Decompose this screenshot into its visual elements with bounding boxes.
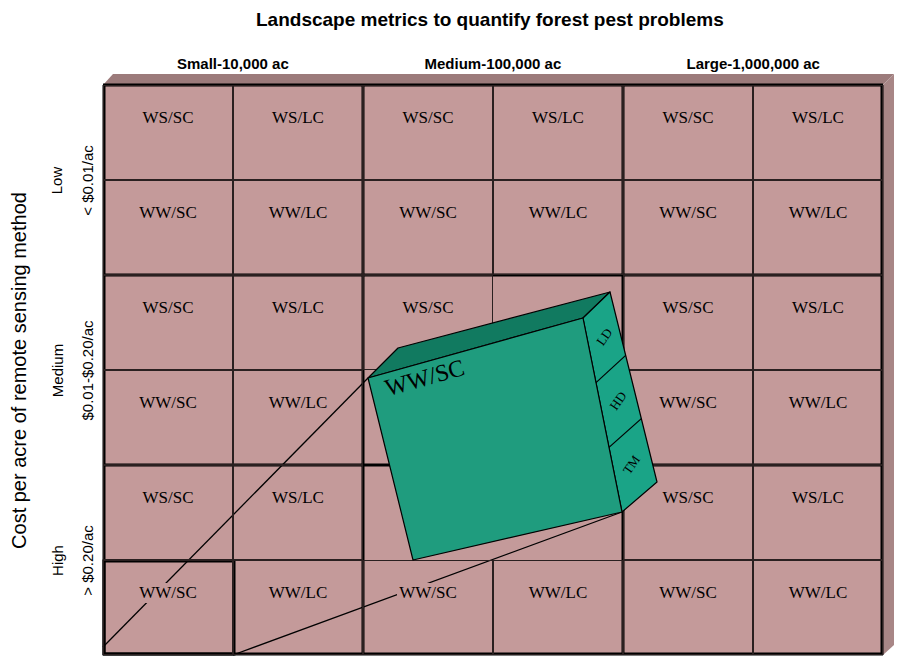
cell-label: WS/SC <box>140 108 195 128</box>
cell-label: WS/LC <box>790 488 846 508</box>
cell-label: WS/SC <box>660 298 715 318</box>
cell-label: WS/LC <box>530 108 586 128</box>
row-group-name: High <box>48 545 65 576</box>
group-lines <box>103 85 883 655</box>
matrix-cell: WW/SC <box>103 560 233 655</box>
cell-label: WW/LC <box>527 203 590 223</box>
cell-label: WW/SC <box>657 203 719 223</box>
matrix-cell: WW/SC <box>623 180 753 275</box>
matrix-cell: WS/LC <box>753 465 883 560</box>
cell-label: WS/LC <box>790 108 846 128</box>
cell-label: WS/SC <box>660 108 715 128</box>
cell-label: WS/LC <box>270 488 326 508</box>
column-header: Medium-100,000 ac <box>425 55 562 72</box>
cell-label: WW/LC <box>787 393 850 413</box>
matrix-cell: WW/SC <box>103 370 233 465</box>
zoom-cube: WW/SCLDHDTM <box>360 280 670 570</box>
matrix-cell: WS/SC <box>623 275 753 370</box>
matrix-cell: WW/LC <box>753 370 883 465</box>
side-divider <box>609 419 641 448</box>
cell-label: WS/LC <box>270 298 326 318</box>
matrix-cell: WS/SC <box>103 275 233 370</box>
matrix-cell: WS/LC <box>753 275 883 370</box>
matrix-cell: WW/LC <box>233 370 363 465</box>
cell-label: WW/SC <box>397 583 459 603</box>
matrix-cell: WW/SC <box>363 180 493 275</box>
cell-label: WS/SC <box>400 108 455 128</box>
zoom-leader <box>103 378 368 647</box>
matrix-cell: WW/LC <box>753 560 883 655</box>
cell-label: WS/SC <box>140 488 195 508</box>
side-divider <box>596 355 626 382</box>
cell-label: WS/LC <box>790 298 846 318</box>
matrix-cell: WW/LC <box>753 180 883 275</box>
cell-label: WS/SC <box>660 488 715 508</box>
matrix-cell: WS/LC <box>493 85 623 180</box>
cell-label: WW/LC <box>787 583 850 603</box>
matrix-cell: WS/LC <box>233 465 363 560</box>
cube-shape <box>360 280 670 570</box>
matrix-cell: WW/SC <box>623 560 753 655</box>
column-header: Small-10,000 ac <box>177 55 289 72</box>
grid-face <box>103 85 883 655</box>
matrix-cell: WS/SC <box>363 85 493 180</box>
cell-label: WS/SC <box>140 298 195 318</box>
matrix-cell: WW/LC <box>233 560 363 655</box>
matrix-cell: WW/SC <box>363 560 493 655</box>
cell-label: WS/LC <box>270 108 326 128</box>
row-group-range: > $0.20/ac <box>79 525 96 595</box>
matrix-cell: WS/SC <box>103 85 233 180</box>
cell-label: WW/LC <box>267 393 330 413</box>
cell-label: WS/SC <box>400 298 455 318</box>
cell-label: WW/SC <box>657 393 719 413</box>
matrix-cell: WS/LC <box>233 85 363 180</box>
row-group-name: Medium <box>49 343 66 396</box>
matrix-cell: WS/LC <box>753 85 883 180</box>
matrix-cell: WW/LC <box>493 560 623 655</box>
cell-label: WW/LC <box>527 583 590 603</box>
cell-label: WW/LC <box>787 203 850 223</box>
matrix-cell: WW/LC <box>233 180 363 275</box>
grid-top-face <box>103 74 894 85</box>
cell-label: WW/SC <box>397 203 459 223</box>
cell-label: WW/SC <box>137 583 199 603</box>
matrix-cell: WS/SC <box>103 465 233 560</box>
matrix-cell: WS/LC <box>233 275 363 370</box>
row-group-range: $0.01-$0.20/ac <box>79 320 96 420</box>
cell-label: WW/SC <box>137 203 199 223</box>
highlight-cell <box>104 561 234 654</box>
diagram-title: Landscape metrics to quantify forest pes… <box>256 9 724 31</box>
matrix-cell: WS/SC <box>623 85 753 180</box>
row-group-name: Low <box>48 166 65 194</box>
matrix-cell: WW/SC <box>103 180 233 275</box>
cube-front <box>368 318 622 560</box>
matrix-cell: WW/LC <box>493 180 623 275</box>
cell-label: WW/LC <box>267 583 330 603</box>
axis-title: Cost per acre of remote sensing method <box>7 192 30 549</box>
grid-right-face <box>883 74 894 655</box>
cell-label: WW/SC <box>137 393 199 413</box>
cell-label: WW/SC <box>657 583 719 603</box>
column-header: Large-1,000,000 ac <box>687 55 820 72</box>
row-group-range: < $0.01/ac <box>79 145 96 215</box>
cell-label: WW/LC <box>267 203 330 223</box>
